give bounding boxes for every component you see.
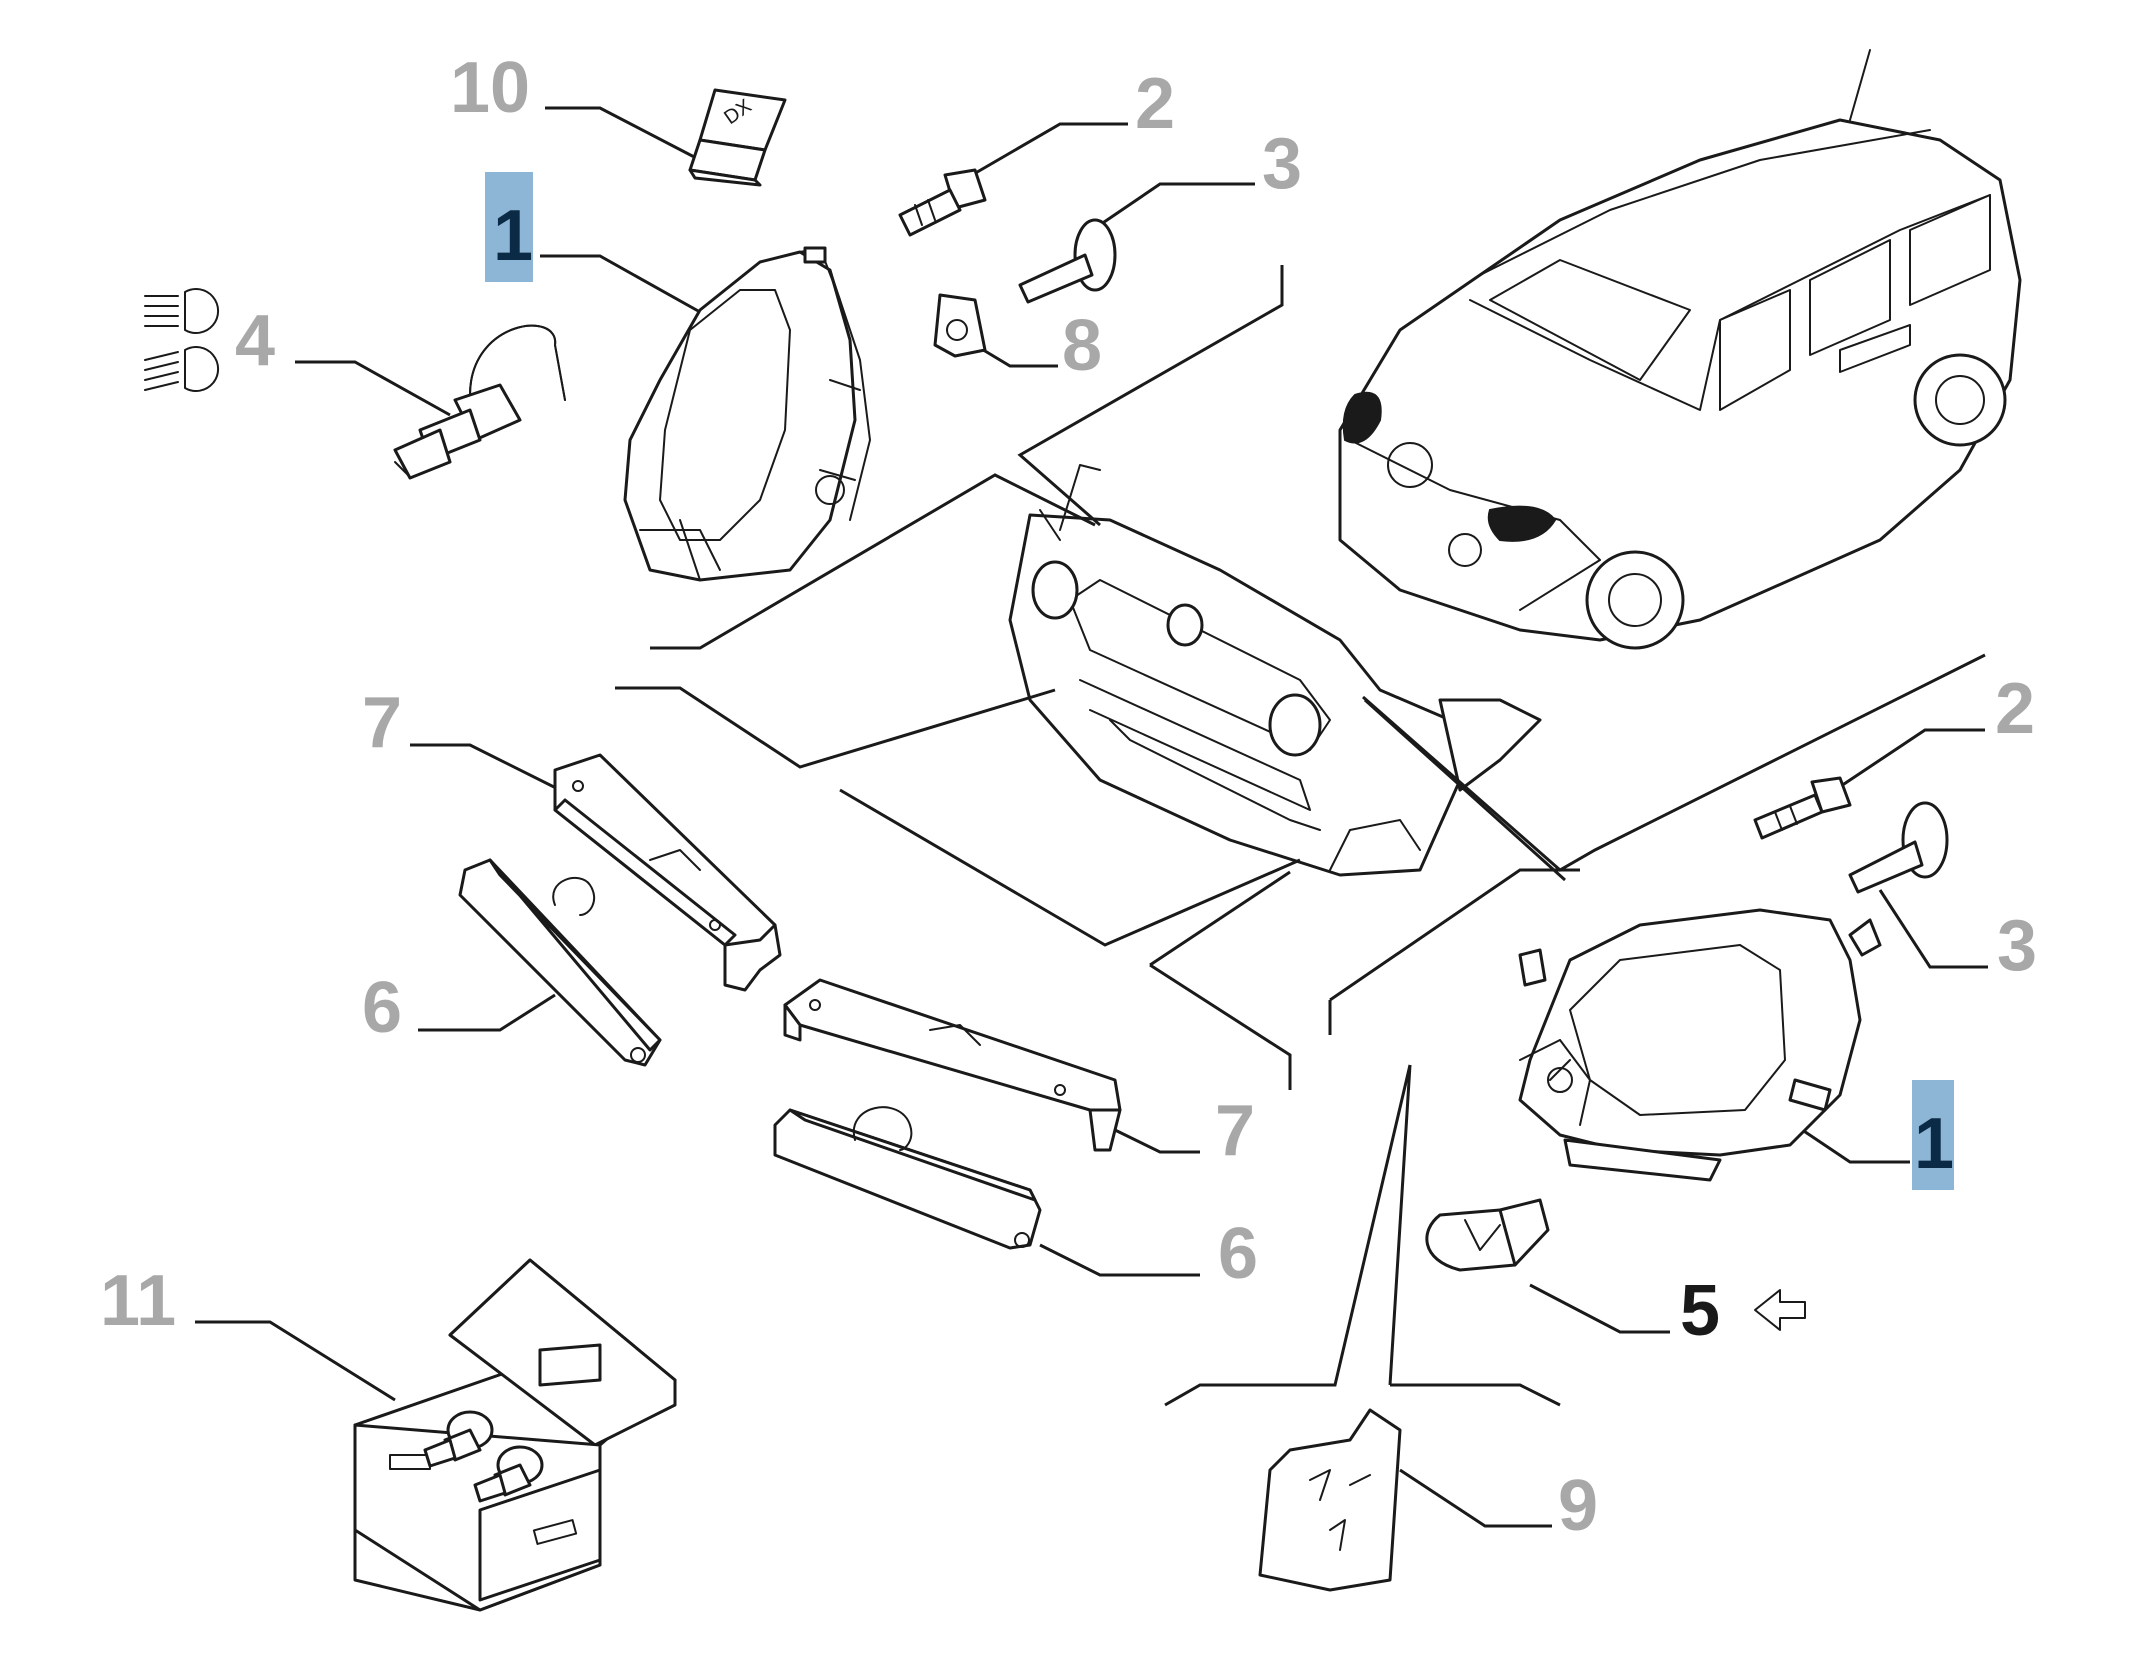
callout-3-right[interactable]: 3: [1878, 889, 2037, 986]
leader-4: [295, 360, 451, 417]
callout-6-bottom-label: 6: [1218, 1214, 1258, 1294]
callout-1-right-highlight: [1912, 1080, 1954, 1190]
clip-screw-right: [1848, 801, 1949, 894]
callout-3-right-label: 3: [1997, 906, 2037, 986]
kit-bulb-2: [473, 1445, 544, 1503]
leader-10: [545, 106, 701, 162]
low-beam-icon: [144, 288, 220, 334]
leader-6-left: [418, 993, 556, 1032]
callout-7-left[interactable]: 7: [362, 683, 561, 792]
callout-5[interactable]: 5: [1529, 1271, 1806, 1351]
leader-1-left: [540, 254, 701, 314]
h4-bulb: [393, 324, 566, 480]
dx-sticker: DX: [688, 88, 787, 187]
callout-1-left[interactable]: 1: [485, 172, 701, 314]
drl-bracket-left: [553, 753, 782, 992]
callout-11[interactable]: 11: [100, 1261, 396, 1402]
callout-8-label: 8: [1062, 306, 1102, 386]
callout-2-right-label: 2: [1995, 669, 2035, 749]
callout-7-left-label: 7: [362, 683, 402, 763]
drl-bracket-bottom: [783, 978, 1122, 1152]
callout-9[interactable]: 9: [1399, 1466, 1598, 1546]
callout-6-left-label: 6: [362, 968, 402, 1048]
callout-6-bottom[interactable]: 6: [1039, 1214, 1258, 1294]
left-headlamp: [623, 246, 871, 582]
car-illustration: [1338, 49, 2022, 650]
callout-2-top-label: 2: [1135, 64, 1175, 144]
callout-4-label: 4: [235, 301, 275, 381]
callout-7-bottom-label: 7: [1215, 1091, 1255, 1171]
clip-screw-top: [1018, 218, 1117, 304]
leader-7-left: [410, 743, 561, 792]
clip-nut: [933, 293, 987, 358]
callout-1-left-highlight: [485, 172, 533, 282]
assembly-guide-lines: [615, 265, 1986, 1407]
drl-lamp-left: [458, 858, 662, 1067]
callout-1-left-label: 1: [493, 196, 533, 276]
leader-11: [195, 1320, 396, 1402]
leader-3-top: [1084, 182, 1255, 237]
callout-8[interactable]: 8: [974, 306, 1102, 386]
bolt-top: [898, 168, 987, 237]
leader-2-top: [959, 122, 1128, 184]
leader-8: [974, 343, 1058, 368]
callout-10[interactable]: 10: [450, 48, 701, 162]
clip-bag: [1258, 1408, 1402, 1592]
bulb-kit-box: [353, 1258, 677, 1612]
callout-3-top-label: 3: [1262, 124, 1302, 204]
bolt-right: [1753, 776, 1852, 840]
leader-3-right: [1878, 889, 1988, 969]
right-headlamp: [1518, 908, 1882, 1182]
wedge-bulb: [1425, 1198, 1550, 1272]
callout-6-left[interactable]: 6: [362, 968, 556, 1048]
high-beam-icon: [144, 346, 220, 392]
callout-2-right[interactable]: 2: [1834, 669, 2035, 792]
callout-10-label: 10: [450, 48, 530, 128]
callout-3-top[interactable]: 3: [1084, 124, 1302, 237]
leader-6-bottom: [1039, 1243, 1200, 1277]
leader-5: [1529, 1283, 1670, 1334]
callout-9-label: 9: [1558, 1466, 1598, 1546]
callout-4[interactable]: 4: [235, 301, 451, 417]
callout-7-bottom[interactable]: 7: [1114, 1091, 1255, 1171]
callout-1-right-label: 1: [1914, 1104, 1954, 1184]
left-arrow-icon: [1754, 1289, 1806, 1331]
leader-9: [1399, 1468, 1552, 1528]
leader-2-right: [1834, 728, 1985, 792]
leader-7-bottom: [1114, 1128, 1200, 1154]
callout-11-label: 11: [100, 1261, 176, 1341]
callout-5-label: 5: [1680, 1271, 1720, 1351]
drl-lamp-bottom: [773, 1106, 1042, 1250]
callout-1-right[interactable]: 1: [1764, 1080, 1954, 1190]
callout-2-top[interactable]: 2: [959, 64, 1175, 184]
kit-bulb-1: [423, 1410, 494, 1468]
front-bumper: [1008, 464, 1542, 877]
